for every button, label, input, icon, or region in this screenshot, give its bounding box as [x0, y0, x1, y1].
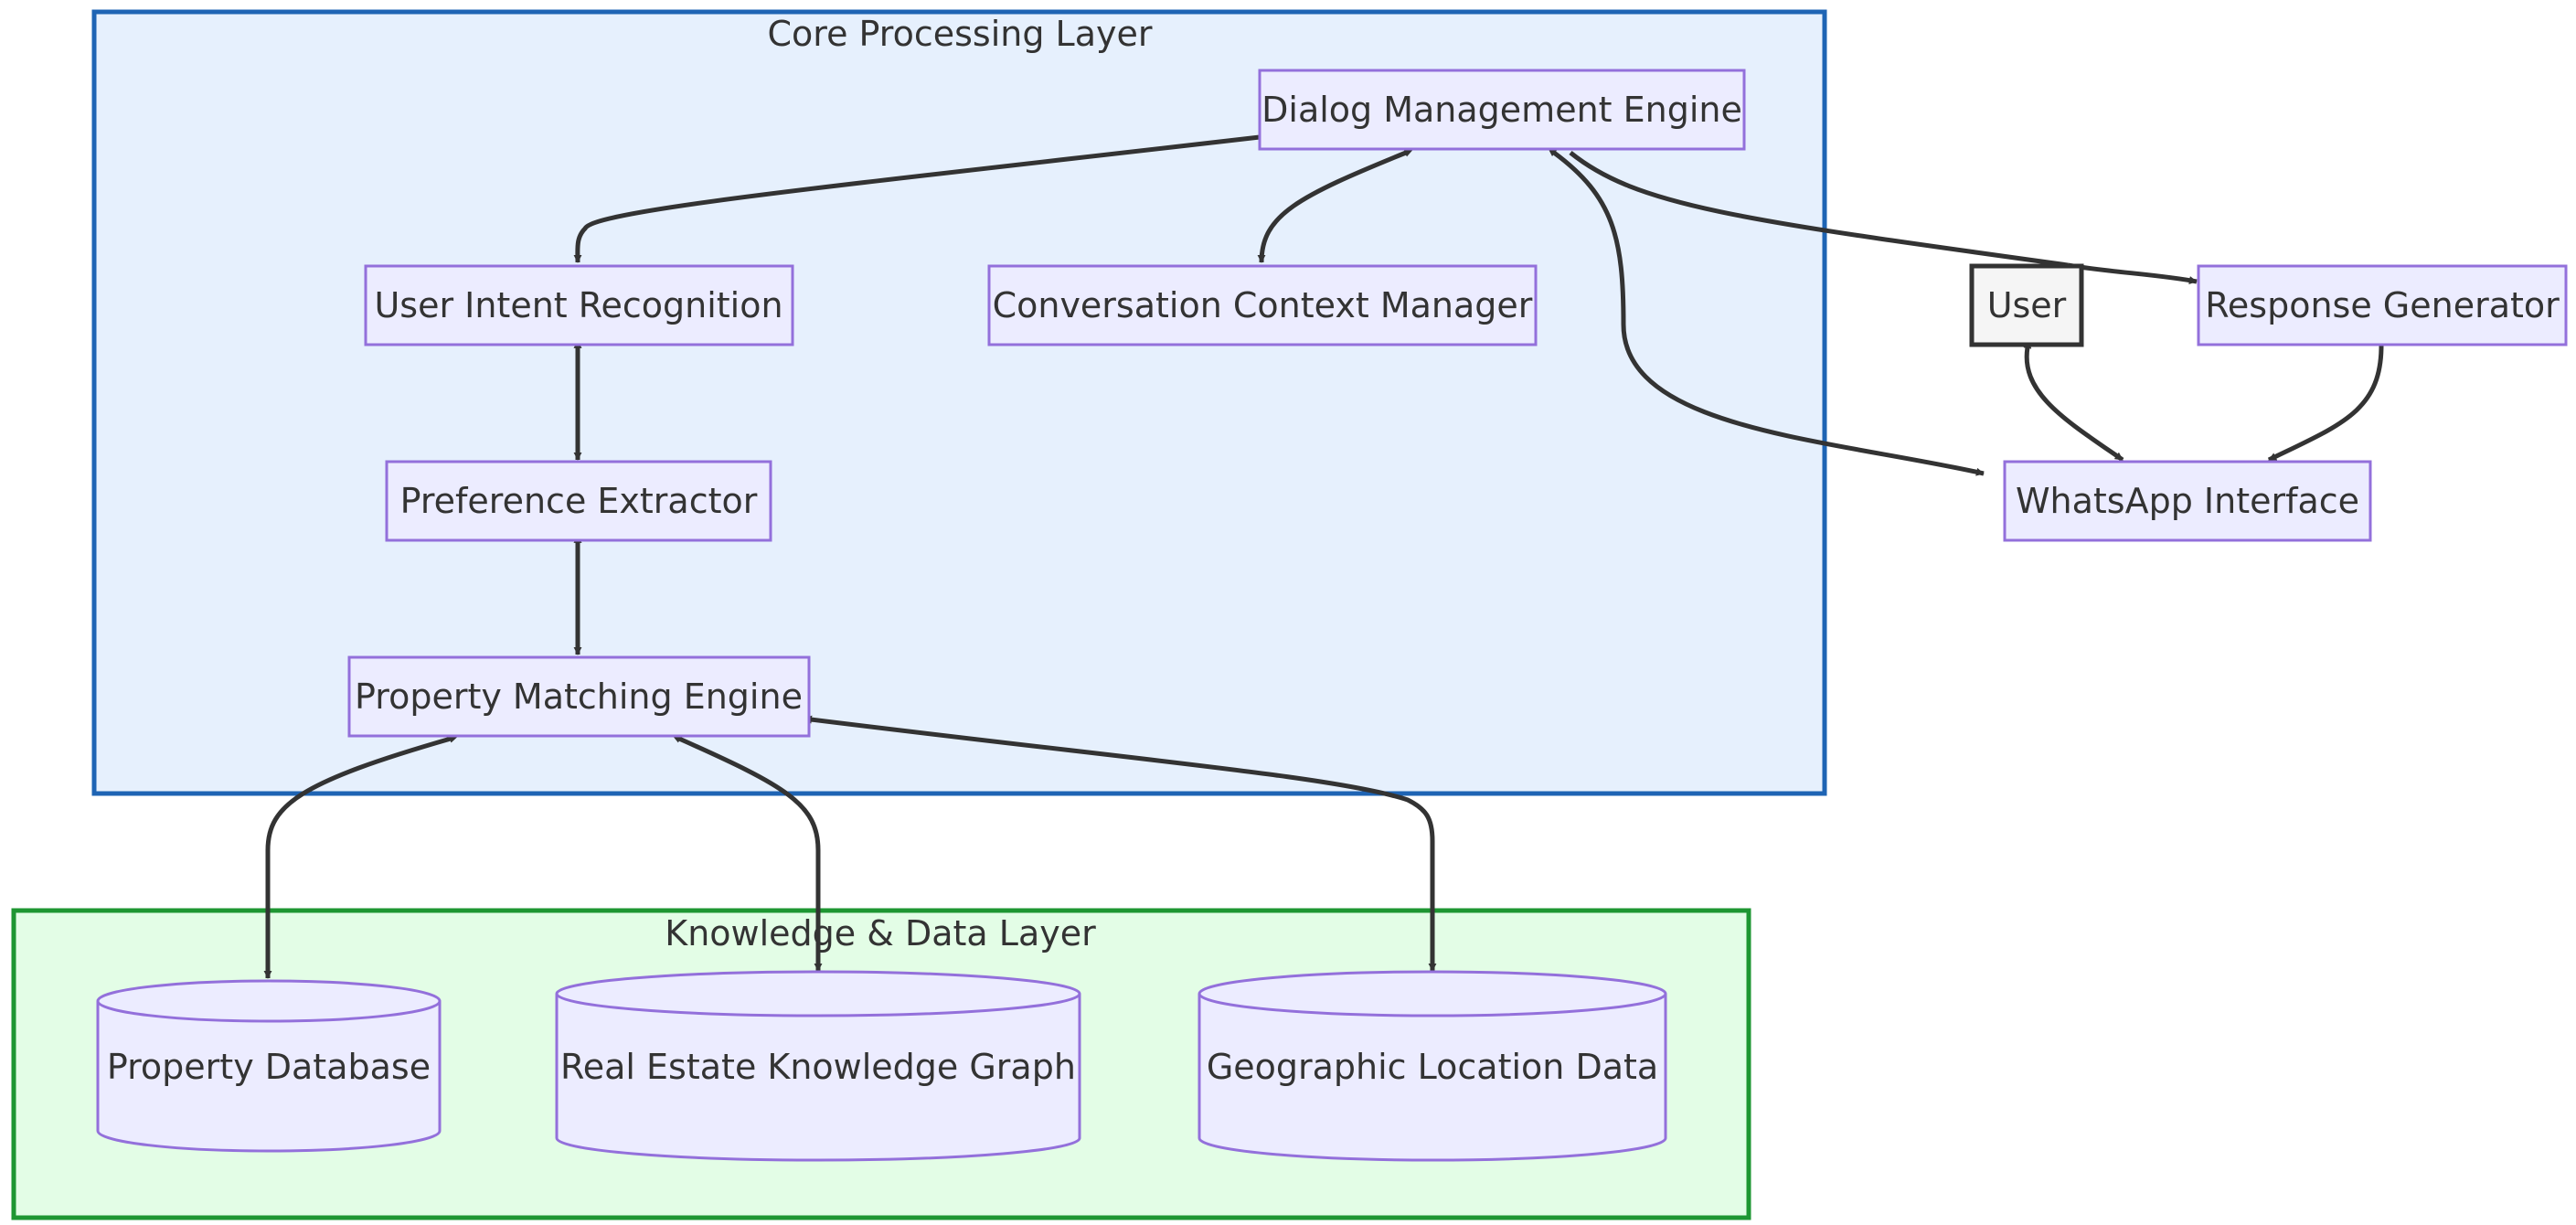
edges [263, 133, 2384, 979]
node-response-generator-label: Response Generator [2205, 285, 2560, 325]
node-response-generator[interactable]: Response Generator [2197, 264, 2568, 346]
node-conversation-context[interactable]: Conversation Context Manager [987, 264, 1538, 346]
node-preference-extractor[interactable]: Preference Extractor [385, 460, 772, 542]
node-user[interactable]: User [1969, 263, 2084, 347]
node-property-database-label: Property Database [107, 1047, 431, 1087]
node-dialog-management[interactable]: Dialog Management Engine [1258, 69, 1746, 151]
node-knowledge-graph-label: Real Estate Knowledge Graph [560, 1047, 1076, 1087]
knowledge-data-title: Knowledge & Data Layer [665, 913, 1096, 953]
edge-user-whatsapp [2023, 340, 2124, 463]
node-property-matching[interactable]: Property Matching Engine [347, 655, 811, 738]
node-preference-extractor-label: Preference Extractor [400, 481, 758, 521]
edge-user-response [2067, 262, 2198, 284]
node-user-intent[interactable]: User Intent Recognition [364, 264, 794, 346]
edge-matching-propdb [263, 734, 458, 979]
node-whatsapp-interface[interactable]: WhatsApp Interface [2003, 460, 2372, 542]
node-geographic-location[interactable]: Geographic Location Data [1198, 970, 1667, 1162]
edge-dialog-intent [573, 133, 1268, 263]
core-processing-title: Core Processing Layer [768, 14, 1153, 54]
node-user-intent-label: User Intent Recognition [374, 285, 782, 325]
edge-response-whatsapp [2267, 345, 2384, 463]
edge-matching-geo [803, 715, 1437, 972]
edge-dialog-whatsapp [1548, 148, 1985, 476]
node-property-matching-label: Property Matching Engine [355, 676, 803, 717]
node-conversation-context-label: Conversation Context Manager [993, 285, 1533, 325]
node-property-database[interactable]: Property Database [96, 979, 442, 1153]
node-geographic-location-label: Geographic Location Data [1207, 1047, 1658, 1087]
node-user-label: User [1987, 285, 2067, 325]
node-whatsapp-interface-label: WhatsApp Interface [2016, 481, 2359, 521]
edge-dialog-context [1257, 149, 1413, 263]
node-knowledge-graph[interactable]: Real Estate Knowledge Graph [555, 970, 1081, 1162]
node-dialog-management-label: Dialog Management Engine [1261, 90, 1742, 130]
